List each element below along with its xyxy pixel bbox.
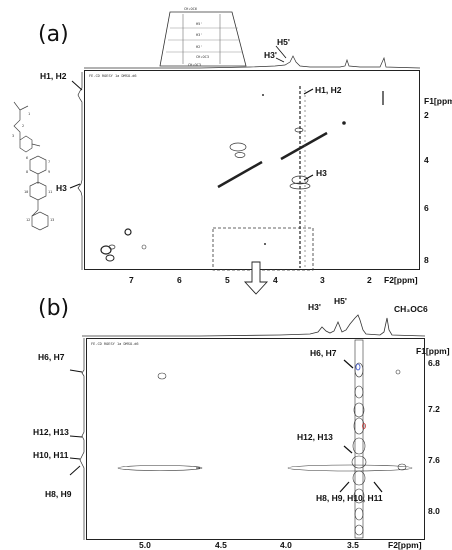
atom-label-10: 10 bbox=[24, 190, 29, 194]
panel-b-x-tick: 3.5 bbox=[347, 540, 359, 550]
atom-label-9: 9 bbox=[48, 170, 51, 174]
panel-b-label: (b) bbox=[38, 296, 70, 321]
atom-label-12: 12 bbox=[26, 218, 31, 222]
panel-b-label-h12h13-left: H12, H13 bbox=[33, 427, 69, 437]
panel-a-label-h1h2-left: H1, H2 bbox=[40, 71, 67, 81]
panel-a-x-tick: 3 bbox=[320, 275, 325, 285]
panel-a-label-h3-inner: H3 bbox=[316, 168, 327, 178]
panel-b-x-tick: 4.5 bbox=[215, 540, 227, 550]
cd-label-2: H5' bbox=[196, 22, 203, 26]
panel-b-x-tick: 4.0 bbox=[280, 540, 292, 550]
panel-a-y-tick: 4 bbox=[424, 155, 429, 165]
panel-a-y-tick: 6 bbox=[424, 203, 429, 213]
atom-label-7: 7 bbox=[48, 160, 51, 164]
panel-a-x-axis-name: F2[ppm] bbox=[384, 275, 418, 285]
atom-label-11: 11 bbox=[48, 190, 53, 194]
atom-label-1: 1 bbox=[28, 112, 31, 116]
panel-b-y-tick: 7.2 bbox=[428, 404, 440, 414]
atom-label-8: 8 bbox=[26, 170, 29, 174]
panel-b-label-h10h11-left: H10, H11 bbox=[33, 450, 69, 460]
panel-b-label-ch3oc6: CH₃OC6 bbox=[394, 304, 428, 314]
cd-label-1: CH₂OC6 bbox=[184, 7, 197, 11]
panel-a-header-text: FE-CD ROESY 1a DMSO-d6 bbox=[89, 74, 137, 78]
panel-a-y-tick: 2 bbox=[424, 110, 429, 120]
panel-a-label-h1h2-inner: H1, H2 bbox=[315, 85, 342, 95]
panel-b-y-axis-name: F1[ppm] bbox=[416, 346, 450, 356]
panel-a-y-axis-name: F1[ppm] bbox=[424, 96, 452, 106]
panel-b-label-h6h7-inner: H6, H7 bbox=[310, 348, 337, 358]
atom-label-6: 6 bbox=[26, 156, 29, 160]
cd-label-5: CH₂OC3 bbox=[196, 55, 209, 59]
panel-a-plot-area: FE-CD ROESY 1a DMSO-d6 bbox=[84, 70, 420, 270]
panel-a-label-h5p: H5' bbox=[277, 37, 290, 47]
cd-label-4: H2' bbox=[196, 45, 203, 49]
panel-b-y-tick: 8.0 bbox=[428, 506, 440, 516]
panel-a-y-tick: 8 bbox=[424, 255, 429, 265]
atom-label-3: 3 bbox=[12, 134, 15, 138]
panel-b-y-tick: 7.6 bbox=[428, 455, 440, 465]
panel-a-x-tick: 2 bbox=[367, 275, 372, 285]
panel-b-label-h12h13-inner: H12, H13 bbox=[297, 432, 333, 442]
panel-a-x-tick: 7 bbox=[129, 275, 134, 285]
panel-a-x-tick: 4 bbox=[273, 275, 278, 285]
panel-b-y-tick: 6.8 bbox=[428, 358, 440, 368]
panel-b-label-h8h9-left: H8, H9 bbox=[45, 489, 72, 499]
panel-b-x-tick: 5.0 bbox=[139, 540, 151, 550]
panel-b-x-axis-name: F2[ppm] bbox=[388, 540, 422, 550]
panel-a-label-h3-left: H3 bbox=[56, 183, 67, 193]
panel-b-label-h6h7-left: H6, H7 bbox=[38, 352, 65, 362]
cd-label-3: H3' bbox=[196, 33, 203, 37]
panel-b-plot-area: FE-CD ROESY 1a DMSO-d6 bbox=[86, 338, 425, 540]
panel-b-header-text: FE-CD ROESY 1a DMSO-d6 bbox=[91, 342, 139, 346]
panel-b-label-h3p: H3' bbox=[308, 302, 321, 312]
panel-a-label: (a) bbox=[38, 22, 69, 47]
atom-label-13: 13 bbox=[50, 218, 55, 222]
cd-label-6: CH₂OC3 bbox=[188, 63, 201, 67]
panel-a-x-tick: 5 bbox=[225, 275, 230, 285]
panel-a-x-tick: 6 bbox=[177, 275, 182, 285]
panel-a-label-h3p: H3' bbox=[264, 50, 277, 60]
panel-b-label-h5p: H5' bbox=[334, 296, 347, 306]
panel-b-label-h8-h11-inner: H8, H9, H10, H11 bbox=[316, 493, 383, 503]
atom-label-2: 2 bbox=[22, 124, 25, 128]
